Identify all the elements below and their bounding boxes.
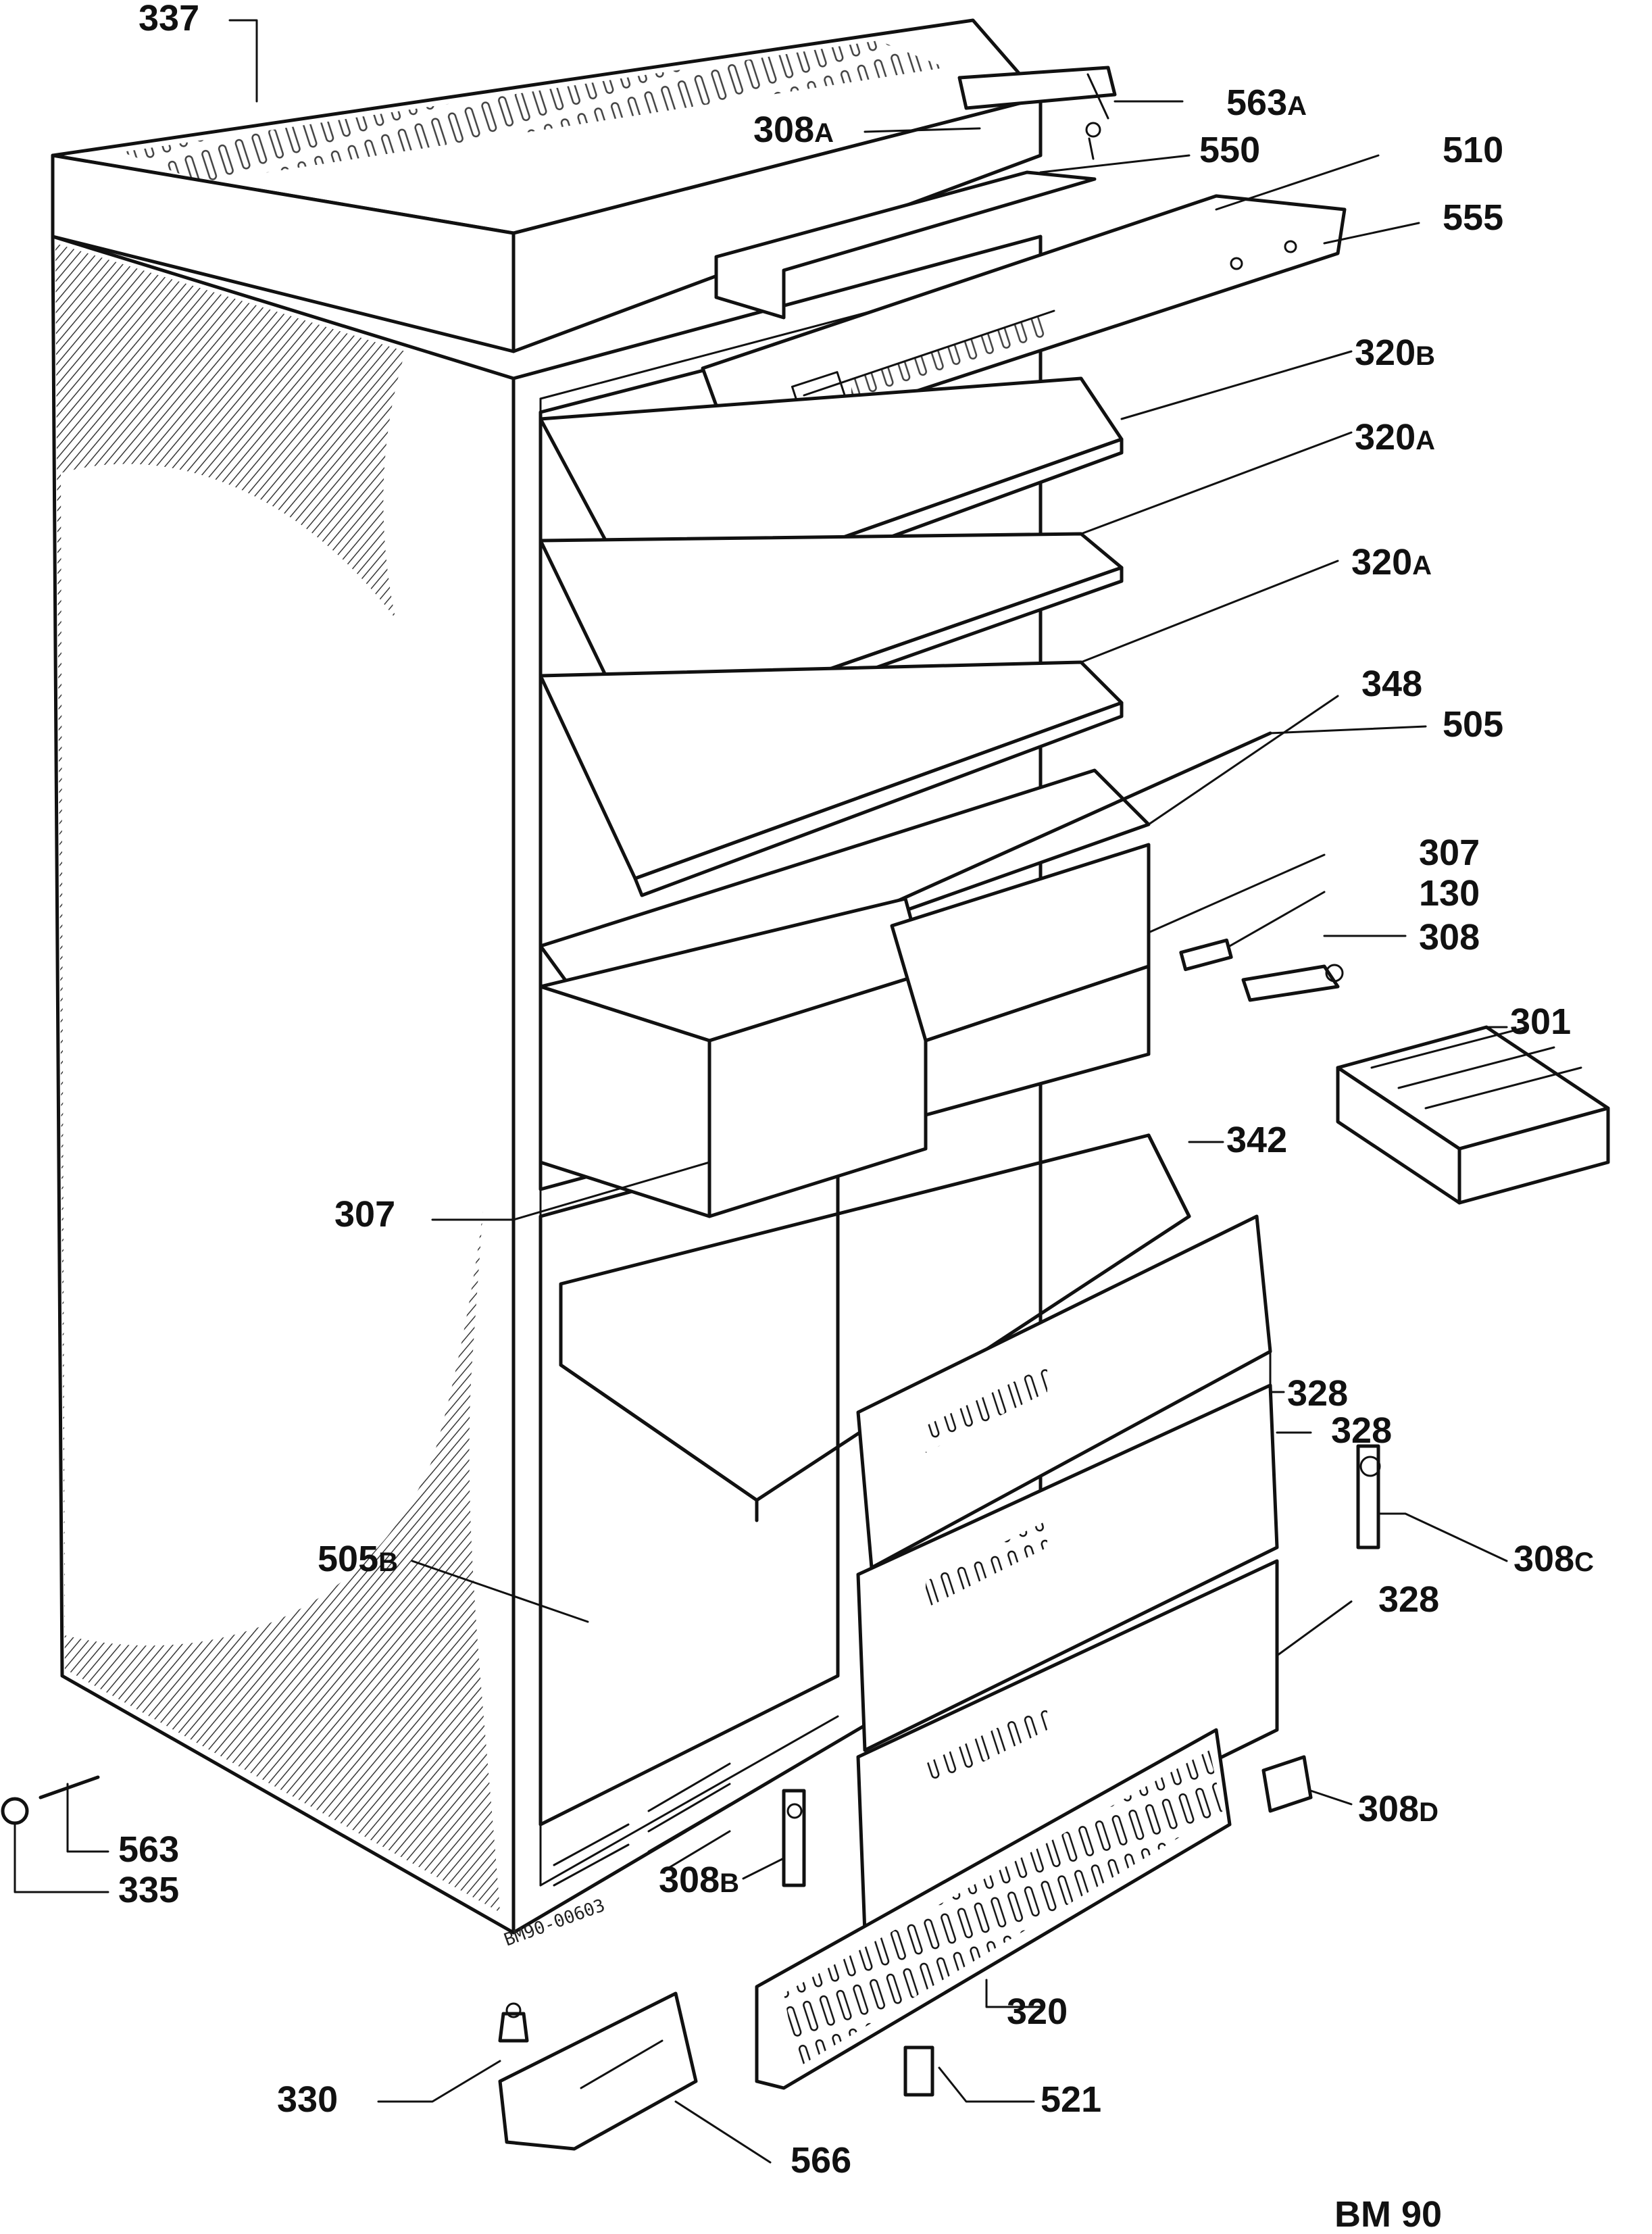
callout-130: 130 bbox=[1419, 873, 1480, 914]
callout-308B: 308B bbox=[659, 1860, 739, 1900]
callout-328-middle: 328 bbox=[1331, 1410, 1392, 1451]
callout-510: 510 bbox=[1443, 130, 1503, 170]
callout-555: 555 bbox=[1443, 197, 1503, 238]
control-panel-part bbox=[701, 170, 1347, 426]
callout-337: 337 bbox=[139, 0, 199, 39]
callout-566: 566 bbox=[791, 2140, 851, 2181]
callout-328-lower: 328 bbox=[1378, 1579, 1439, 1620]
callout-320: 320 bbox=[1007, 1991, 1068, 2032]
callout-550: 550 bbox=[1199, 130, 1260, 170]
callout-301: 301 bbox=[1510, 1001, 1571, 1042]
callout-521: 521 bbox=[1041, 2079, 1101, 2120]
callout-308: 308 bbox=[1419, 917, 1480, 958]
callout-330: 330 bbox=[277, 2079, 338, 2120]
callout-563: 563 bbox=[118, 1829, 179, 1870]
callout-308D: 308D bbox=[1358, 1789, 1438, 1829]
cabinet-body: BM90-00603 bbox=[51, 234, 1043, 1951]
callout-307-left: 307 bbox=[334, 1194, 395, 1235]
leader-lines bbox=[14, 19, 1508, 2164]
callout-348: 348 bbox=[1361, 664, 1422, 704]
small-hardware-parts bbox=[1, 938, 1381, 2151]
callout-307-right: 307 bbox=[1419, 833, 1480, 873]
top-hinge-part bbox=[957, 66, 1117, 160]
callout-labels: 337 308A 563A 550 510 555 320B 320A 320A… bbox=[118, 0, 1594, 2234]
callout-308C: 308C bbox=[1513, 1539, 1594, 1579]
freezer-drawer-fronts-part bbox=[856, 1214, 1279, 1935]
callout-320A-upper: 320A bbox=[1355, 417, 1435, 457]
callout-335: 335 bbox=[118, 1870, 179, 1910]
drawing-stamp: BM90-00603 bbox=[501, 1895, 607, 1951]
model-label: BM 90 bbox=[1334, 2194, 1442, 2234]
callout-320A-lower: 320A bbox=[1351, 542, 1432, 582]
crisper-drawers-part bbox=[539, 843, 1151, 1218]
callout-505: 505 bbox=[1443, 704, 1503, 745]
callout-308A: 308A bbox=[753, 109, 834, 150]
bottom-vents bbox=[553, 1762, 731, 1887]
callout-342: 342 bbox=[1226, 1120, 1287, 1160]
callout-505B: 505B bbox=[318, 1539, 398, 1579]
ice-tray-part bbox=[1336, 1025, 1610, 1205]
callout-563A: 563A bbox=[1226, 82, 1307, 123]
top-cover-part bbox=[51, 18, 1043, 353]
callout-328-upper: 328 bbox=[1287, 1373, 1348, 1414]
callout-320B: 320B bbox=[1355, 332, 1435, 373]
kickplate-part bbox=[755, 1728, 1232, 2090]
